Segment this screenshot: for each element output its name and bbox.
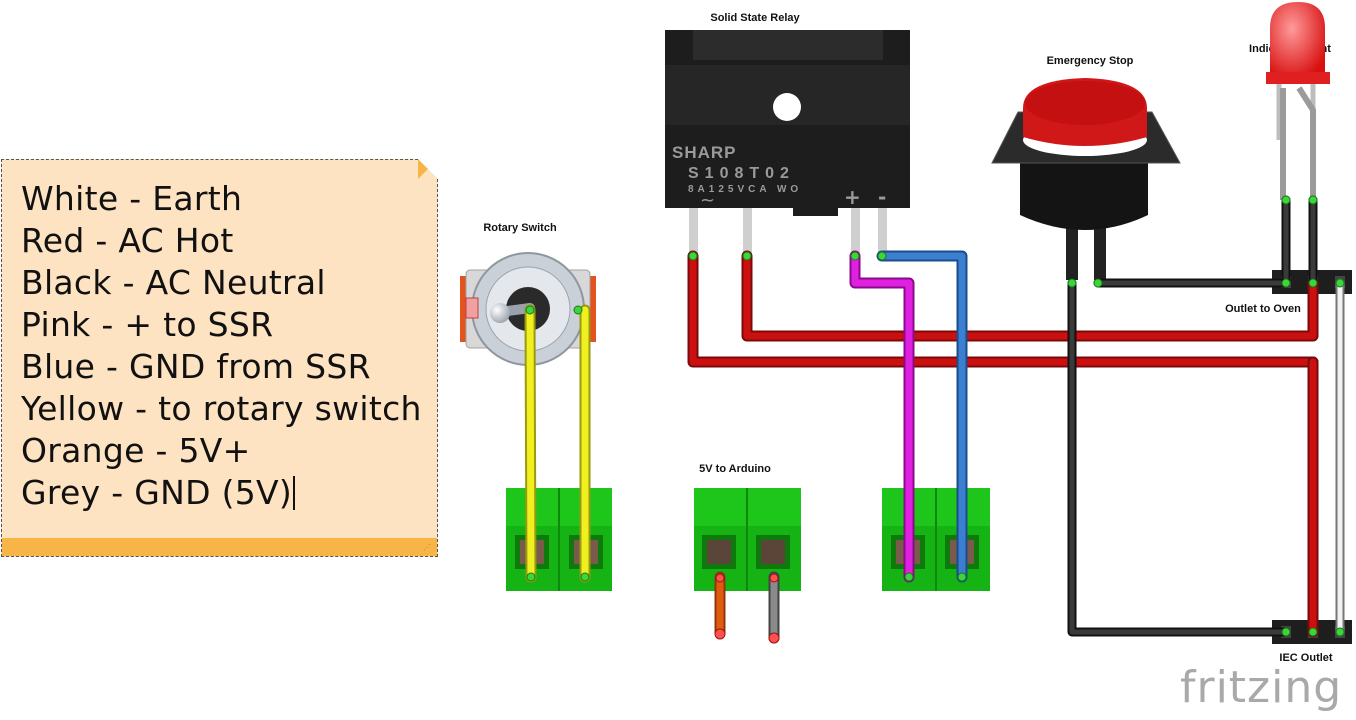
relay-pin xyxy=(878,208,887,256)
relay-notch xyxy=(755,125,819,140)
terminal-screw-head xyxy=(707,540,731,564)
connection-dot xyxy=(1281,278,1291,288)
connection-dot xyxy=(904,572,914,582)
terminal-block-arduino[interactable] xyxy=(694,488,801,591)
connection-dot xyxy=(526,572,536,582)
label-iec-outlet: IEC Outlet xyxy=(1279,652,1333,664)
open-ends xyxy=(714,573,780,644)
resize-grip-icon[interactable]: ⋰ xyxy=(423,543,431,552)
connection-points xyxy=(525,195,1345,637)
rotary-knob xyxy=(490,303,510,323)
led-dome xyxy=(1270,2,1325,78)
relay-foot xyxy=(793,203,838,216)
wire-red-outline xyxy=(687,250,1319,368)
legend-list: White - Earth Red - AC Hot Black - AC Ne… xyxy=(21,178,422,514)
terminal-block-ssr[interactable] xyxy=(882,488,990,591)
connection-dot xyxy=(688,251,698,261)
label-rotary-switch: Rotary Switch xyxy=(483,222,557,234)
connection-dot xyxy=(573,305,583,315)
wire-black[interactable] xyxy=(1069,280,1289,635)
connection-dot xyxy=(1335,627,1345,637)
open-end-dot xyxy=(714,628,726,640)
relay-top-ridge xyxy=(693,30,883,60)
connection-dot xyxy=(1308,278,1318,288)
estop-housing xyxy=(1020,150,1148,230)
open-end-dot xyxy=(715,573,725,583)
connection-dot xyxy=(1308,195,1318,205)
relay-brand: SHARP xyxy=(672,143,737,162)
relay-pin xyxy=(689,208,698,256)
wire-yellow[interactable] xyxy=(526,306,535,581)
connection-dot xyxy=(1093,278,1103,288)
rotary-indicator xyxy=(465,297,479,319)
connection-dot xyxy=(525,305,535,315)
connection-dot xyxy=(1335,278,1345,288)
legend-item-blue: Blue - GND from SSR xyxy=(21,347,371,386)
relay-mount-hole xyxy=(773,93,801,121)
relay-model: S108T02 xyxy=(688,165,795,182)
relay-rating: 8A125VCA WO xyxy=(688,184,802,195)
legend-item-grey: Grey - GND (5V) xyxy=(21,472,422,514)
led-legs xyxy=(1280,86,1316,200)
emergency-stop-button[interactable] xyxy=(991,78,1181,280)
relay-minus-symbol: - xyxy=(878,185,886,209)
estop-cap-top xyxy=(1025,81,1145,125)
connection-dot xyxy=(742,251,752,261)
relay-pin xyxy=(851,208,860,256)
terminal-screw-head xyxy=(761,540,785,564)
label-outlet-to-oven: Outlet to Oven xyxy=(1225,303,1301,315)
legend-item-grey-text: Grey - GND (5V) xyxy=(21,473,293,512)
legend-item-orange: Orange - 5V+ xyxy=(21,431,251,470)
label-solid-state-relay: Solid State Relay xyxy=(710,12,800,24)
legend-item-red: Red - AC Hot xyxy=(21,221,234,260)
relay-pin xyxy=(743,208,752,256)
estop-leg xyxy=(1066,220,1078,280)
label-5v-to-arduino: 5V to Arduino xyxy=(699,463,771,475)
legend-item-black: Black - AC Neutral xyxy=(21,263,326,302)
legend-item-yellow: Yellow - to rotary switch xyxy=(21,389,422,428)
wire-red-outline xyxy=(741,250,1319,342)
label-emergency-stop: Emergency Stop xyxy=(1047,55,1134,67)
connection-dot xyxy=(580,572,590,582)
wire-black[interactable] xyxy=(1283,197,1316,286)
indicator-led[interactable] xyxy=(1266,2,1330,200)
connection-dot xyxy=(1281,627,1291,637)
connection-dot xyxy=(957,572,967,582)
connection-dot xyxy=(1308,627,1318,637)
wire-red[interactable] xyxy=(743,252,1317,340)
connection-dot xyxy=(877,251,887,261)
relay-plus-symbol: + xyxy=(844,185,861,209)
wire-pink[interactable] xyxy=(851,252,913,581)
connection-dot xyxy=(1067,278,1077,288)
legend-item-white: White - Earth xyxy=(21,179,243,218)
estop-leg xyxy=(1094,220,1106,280)
solid-state-relay[interactable]: SHARP S108T02 8A125VCA WO ~ + - xyxy=(665,30,910,256)
open-end-dot xyxy=(768,632,780,644)
note-bottom-bar xyxy=(2,538,437,556)
text-caret xyxy=(293,476,296,510)
fritzing-watermark: fritzing xyxy=(1180,662,1343,713)
legend-item-pink: Pink - + to SSR xyxy=(21,305,274,344)
open-end-dot xyxy=(769,573,779,583)
legend-note[interactable]: White - Earth Red - AC Hot Black - AC Ne… xyxy=(1,159,438,557)
wire-red[interactable] xyxy=(689,252,1317,366)
terminal-block-rotary[interactable] xyxy=(506,488,612,591)
connection-dot xyxy=(850,251,860,261)
relay-ac-symbol: ~ xyxy=(700,190,715,211)
note-fold-cover xyxy=(418,159,438,179)
led-flange xyxy=(1266,72,1330,84)
connection-dot xyxy=(1281,195,1291,205)
wire-blue[interactable] xyxy=(878,252,966,581)
